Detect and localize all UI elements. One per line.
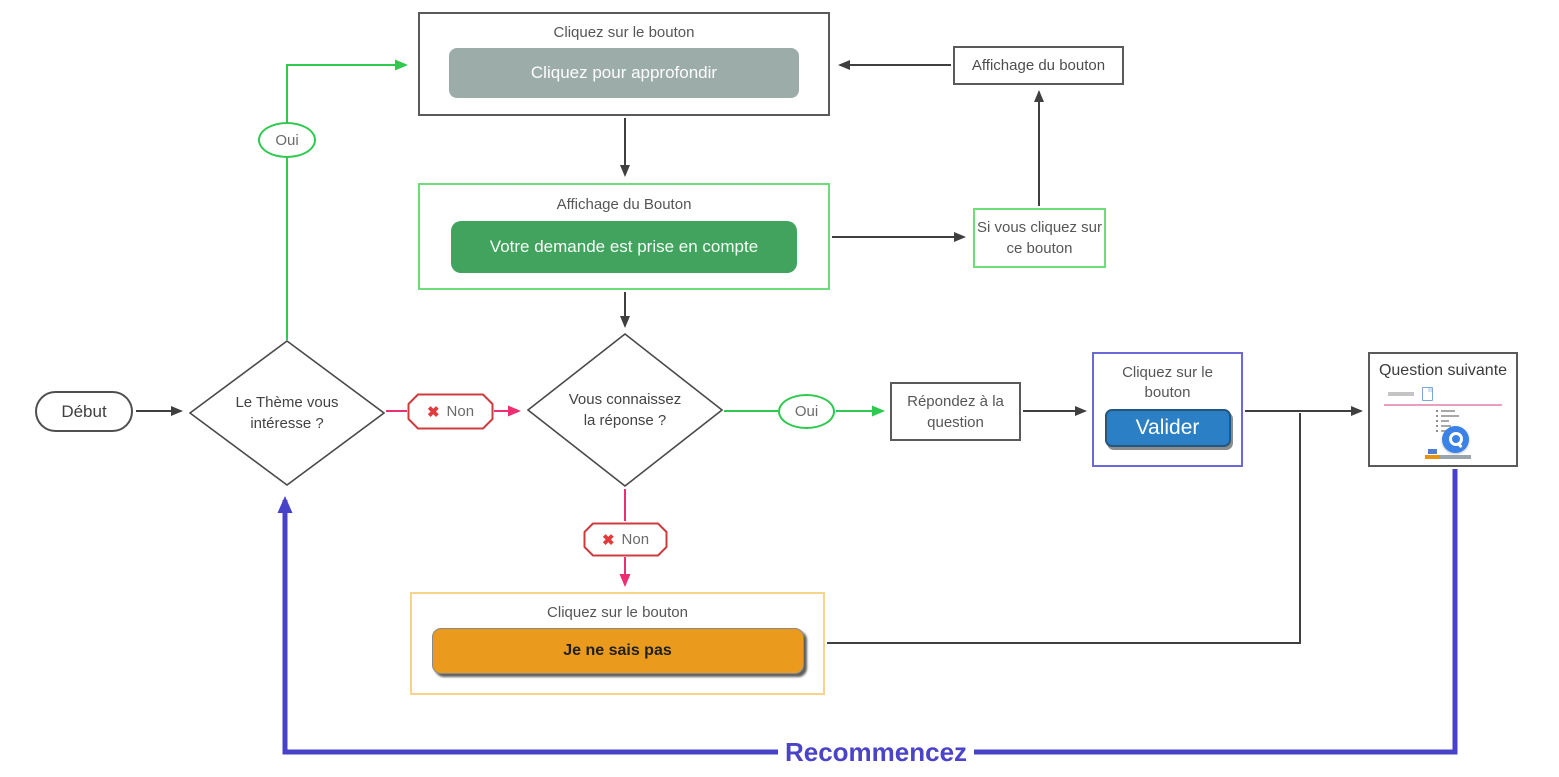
octagon-badge-shape [407,393,494,430]
edge-label-non-left: ✖ Non [407,393,494,430]
decision-reponse-label: Vous connaissez la réponse ? [568,391,682,429]
recommencez-label: Recommencez [778,737,974,768]
thumbnail-divider [1384,404,1502,406]
valider-box: Cliquez sur le bouton Valider [1092,352,1243,467]
decision-theme-label: Le Thème vous intéresse ? [235,394,339,432]
orange-box-title: Cliquez sur le bouton [547,604,688,621]
thumbnail-text-line [1388,392,1414,396]
edge-theme-oui-to-topbox [286,59,408,340]
si-vous-cliquez-label: Si vous cliquez sur ce bouton [976,219,1103,257]
edge-label-non-down: ✖ Non [583,522,668,557]
si-vous-cliquez-box: Si vous cliquez sur ce bouton [973,208,1106,268]
cross-icon: ✖ [426,403,440,421]
octagon-badge-shape [583,522,668,557]
cross-icon: ✖ [601,531,615,549]
affichage-bouton-box: Affichage du bouton [953,46,1124,85]
repondez-box: Répondez à la question [890,382,1021,441]
start-label: Début [61,401,107,421]
edge-orange-junction [827,413,1301,644]
demande-prise-en-compte-button[interactable]: Votre demande est prise en compte [451,221,797,273]
search-icon [1442,426,1469,453]
affichage-bouton-green-box: Affichage du Bouton Votre demande est pr… [418,183,830,290]
affichage-bouton-label: Affichage du bouton [971,57,1106,74]
edge-label-oui-right: Oui [778,394,835,429]
question-screenshot-thumbnail [1382,386,1508,464]
thumbnail-gray-bar [1440,455,1471,459]
click-button-box-top: Cliquez sur le bouton Cliquez pour appro… [418,12,830,116]
thumbnail-blue-chip [1428,449,1437,454]
top-box-title: Cliquez sur le bouton [553,24,695,41]
green-box-title: Affichage du Bouton [556,196,692,213]
repondez-label: Répondez à la question [907,392,1004,431]
diamond-shape [189,340,385,486]
thumbnail-orange-bar [1425,455,1440,459]
diamond-shape [527,333,723,487]
question-suivante-box: Question suivante [1368,352,1518,467]
decision-reponse-diamond: Vous connaissez la réponse ? [527,333,723,487]
valider-box-title: Cliquez sur le bouton [1122,364,1213,402]
je-ne-sais-pas-box: Cliquez sur le bouton Je ne sais pas [410,592,825,695]
question-suivante-title: Question suivante [1378,362,1508,379]
je-ne-sais-pas-button[interactable]: Je ne sais pas [431,628,804,674]
decision-theme-diamond: Le Thème vous intéresse ? [189,340,385,486]
approfondir-button[interactable]: Cliquez pour approfondir [449,48,799,98]
edge-label-oui-top: Oui [258,122,316,158]
valider-button[interactable]: Valider [1104,408,1231,447]
start-node: Début [35,391,133,432]
document-icon [1422,387,1433,401]
